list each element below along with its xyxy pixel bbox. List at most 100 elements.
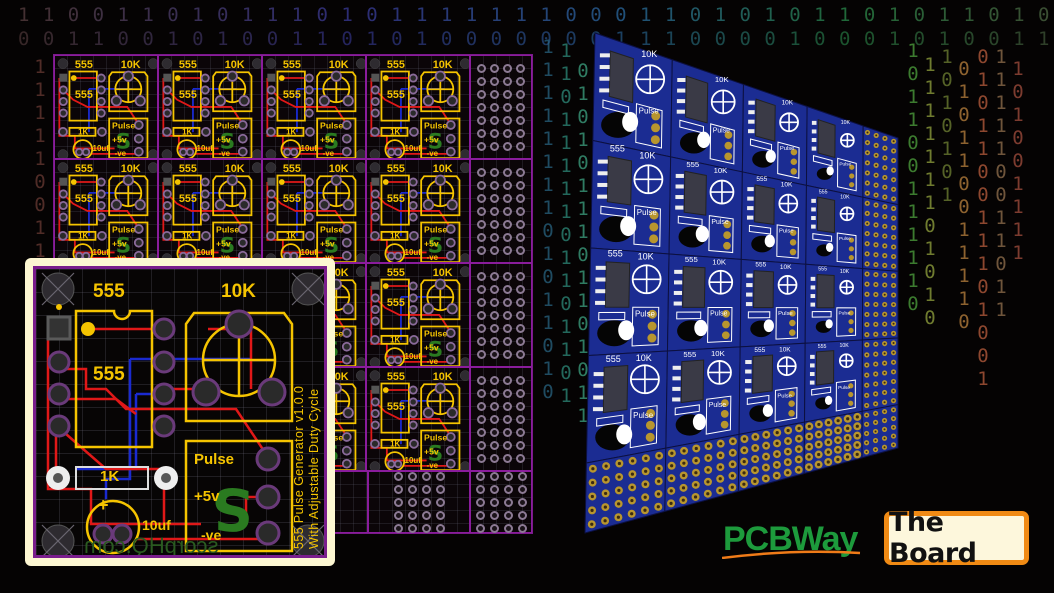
svg-text:-ve: -ve xyxy=(427,461,439,470)
svg-text:10K: 10K xyxy=(329,59,349,71)
svg-text:555: 555 xyxy=(387,163,405,175)
header-pin-5v: +5v xyxy=(194,488,220,505)
capacitor-polarity: + xyxy=(98,495,109,515)
svg-text:1K: 1K xyxy=(286,231,296,240)
svg-text:10K: 10K xyxy=(121,163,141,175)
svg-text:555: 555 xyxy=(179,193,197,205)
binary-right-column: 1 0 1 1 0 0 1 1 1 1 1 0 xyxy=(907,40,919,315)
board-title-version: 555 Pulse Generator v1.0.0 xyxy=(292,385,306,549)
svg-text:555: 555 xyxy=(818,267,827,273)
binary-top-row-1: 1 1 0 0 1 1 0 1 0 1 1 1 0 1 0 1 1 1 1 1 … xyxy=(18,4,1054,26)
svg-text:10K: 10K xyxy=(839,343,849,349)
svg-text:10K: 10K xyxy=(711,349,726,358)
svg-text:10K: 10K xyxy=(714,166,729,175)
svg-text:S: S xyxy=(324,233,340,258)
svg-text:Pulse: Pulse xyxy=(216,121,239,131)
board-detail-callout: S 555 555 10K 1K + 10uf Pulse +5v -ve sc… xyxy=(25,258,335,566)
svg-text:10K: 10K xyxy=(433,371,453,383)
binary-middle-column-1: 1 1 1 1 1 1 1 1 0 1 0 1 1 0 1 0 xyxy=(542,36,554,403)
svg-text:10uf: 10uf xyxy=(405,456,422,465)
svg-text:Pulse: Pulse xyxy=(633,411,654,420)
perfboard-strip xyxy=(470,263,532,367)
svg-text:10K: 10K xyxy=(841,120,851,126)
svg-text:555: 555 xyxy=(179,163,197,175)
svg-text:1K: 1K xyxy=(390,231,400,240)
svg-text:Pulse: Pulse xyxy=(112,225,135,235)
perfboard-strip xyxy=(470,471,532,533)
svg-text:10K: 10K xyxy=(641,49,657,59)
svg-text:Pulse: Pulse xyxy=(320,225,343,235)
svg-text:10K: 10K xyxy=(433,163,453,175)
logo-s-mark: S xyxy=(211,475,253,543)
svg-text:10K: 10K xyxy=(638,252,654,262)
svg-text:555: 555 xyxy=(683,350,696,359)
header-pin-gnd: -ve xyxy=(201,527,222,543)
board-detail-pcb: S 555 555 10K 1K + 10uf Pulse +5v -ve sc… xyxy=(33,266,327,558)
resistor-label: 1K xyxy=(100,468,120,485)
svg-text:555: 555 xyxy=(75,59,93,71)
svg-text:10K: 10K xyxy=(780,264,792,271)
svg-text:S: S xyxy=(428,337,444,362)
the-board-badge: The Board xyxy=(884,507,1029,569)
svg-text:-ve: -ve xyxy=(115,149,127,158)
svg-text:+5v: +5v xyxy=(424,238,439,248)
svg-text:-ve: -ve xyxy=(427,149,439,158)
svg-text:555: 555 xyxy=(756,176,767,183)
perfboard-strip xyxy=(470,367,532,471)
svg-text:S: S xyxy=(428,441,444,466)
svg-text:555: 555 xyxy=(818,344,827,350)
svg-text:Pulse: Pulse xyxy=(320,121,343,131)
binary-middle-column-2: 1 1 0 1 1 1 1 1 0 1 1 0 1 1 0 1 xyxy=(560,40,572,407)
svg-text:555: 555 xyxy=(606,354,621,364)
svg-text:Pulse: Pulse xyxy=(780,146,795,152)
board-side-text: 555 Pulse Generator v1.0.0 With Adjustab… xyxy=(292,279,322,549)
svg-text:+5v: +5v xyxy=(320,238,335,248)
svg-text:10uf: 10uf xyxy=(301,248,318,257)
binary-right-column: 0 1 0 1 1 0 0 1 1 1 0 1 0 0 1 xyxy=(977,46,989,390)
svg-text:555: 555 xyxy=(75,163,93,175)
binary-right-column: 0 1 0 1 1 0 0 1 1 1 1 0 xyxy=(958,58,970,333)
svg-text:10uf: 10uf xyxy=(405,144,422,153)
svg-text:+5v: +5v xyxy=(320,134,335,144)
svg-text:1K: 1K xyxy=(390,439,400,448)
svg-text:10K: 10K xyxy=(779,346,791,353)
svg-text:555: 555 xyxy=(387,267,405,279)
ic-label-body: 555 xyxy=(93,364,125,385)
svg-text:555: 555 xyxy=(387,89,405,101)
svg-text:+5v: +5v xyxy=(424,134,439,144)
perfboard-strip xyxy=(470,159,532,263)
svg-text:Pulse: Pulse xyxy=(424,433,447,443)
binary-top-row-2: 0 0 1 1 0 0 1 0 1 0 0 1 1 0 1 0 1 0 0 0 … xyxy=(18,28,1054,50)
svg-text:555: 555 xyxy=(819,189,828,195)
svg-text:-ve: -ve xyxy=(115,253,127,262)
pcb-panel-3d-render: 10K Pulse 10K Pulse 10K Pulse 10K Pulse 10K Pulse… xyxy=(584,32,899,534)
svg-text:+5v: +5v xyxy=(216,134,231,144)
svg-text:+5v: +5v xyxy=(112,238,127,248)
svg-text:10uf: 10uf xyxy=(93,144,110,153)
svg-text:Pulse: Pulse xyxy=(777,394,792,400)
svg-text:10uf: 10uf xyxy=(301,144,318,153)
svg-text:555: 555 xyxy=(283,193,301,205)
header-title: Pulse xyxy=(194,451,235,468)
pcbway-swoosh-icon xyxy=(722,550,861,559)
svg-text:10K: 10K xyxy=(782,99,794,106)
svg-text:S: S xyxy=(324,129,340,154)
svg-text:Pulse: Pulse xyxy=(635,309,656,318)
svg-text:10K: 10K xyxy=(639,150,655,160)
svg-text:Pulse: Pulse xyxy=(637,208,658,217)
svg-text:-ve: -ve xyxy=(323,253,335,262)
svg-text:S: S xyxy=(116,129,132,154)
svg-text:+5v: +5v xyxy=(424,446,439,456)
svg-text:10K: 10K xyxy=(225,163,245,175)
svg-text:555: 555 xyxy=(610,143,625,153)
svg-text:10K: 10K xyxy=(433,267,453,279)
svg-text:1K: 1K xyxy=(390,335,400,344)
svg-text:-ve: -ve xyxy=(219,149,231,158)
svg-text:S: S xyxy=(428,233,444,258)
